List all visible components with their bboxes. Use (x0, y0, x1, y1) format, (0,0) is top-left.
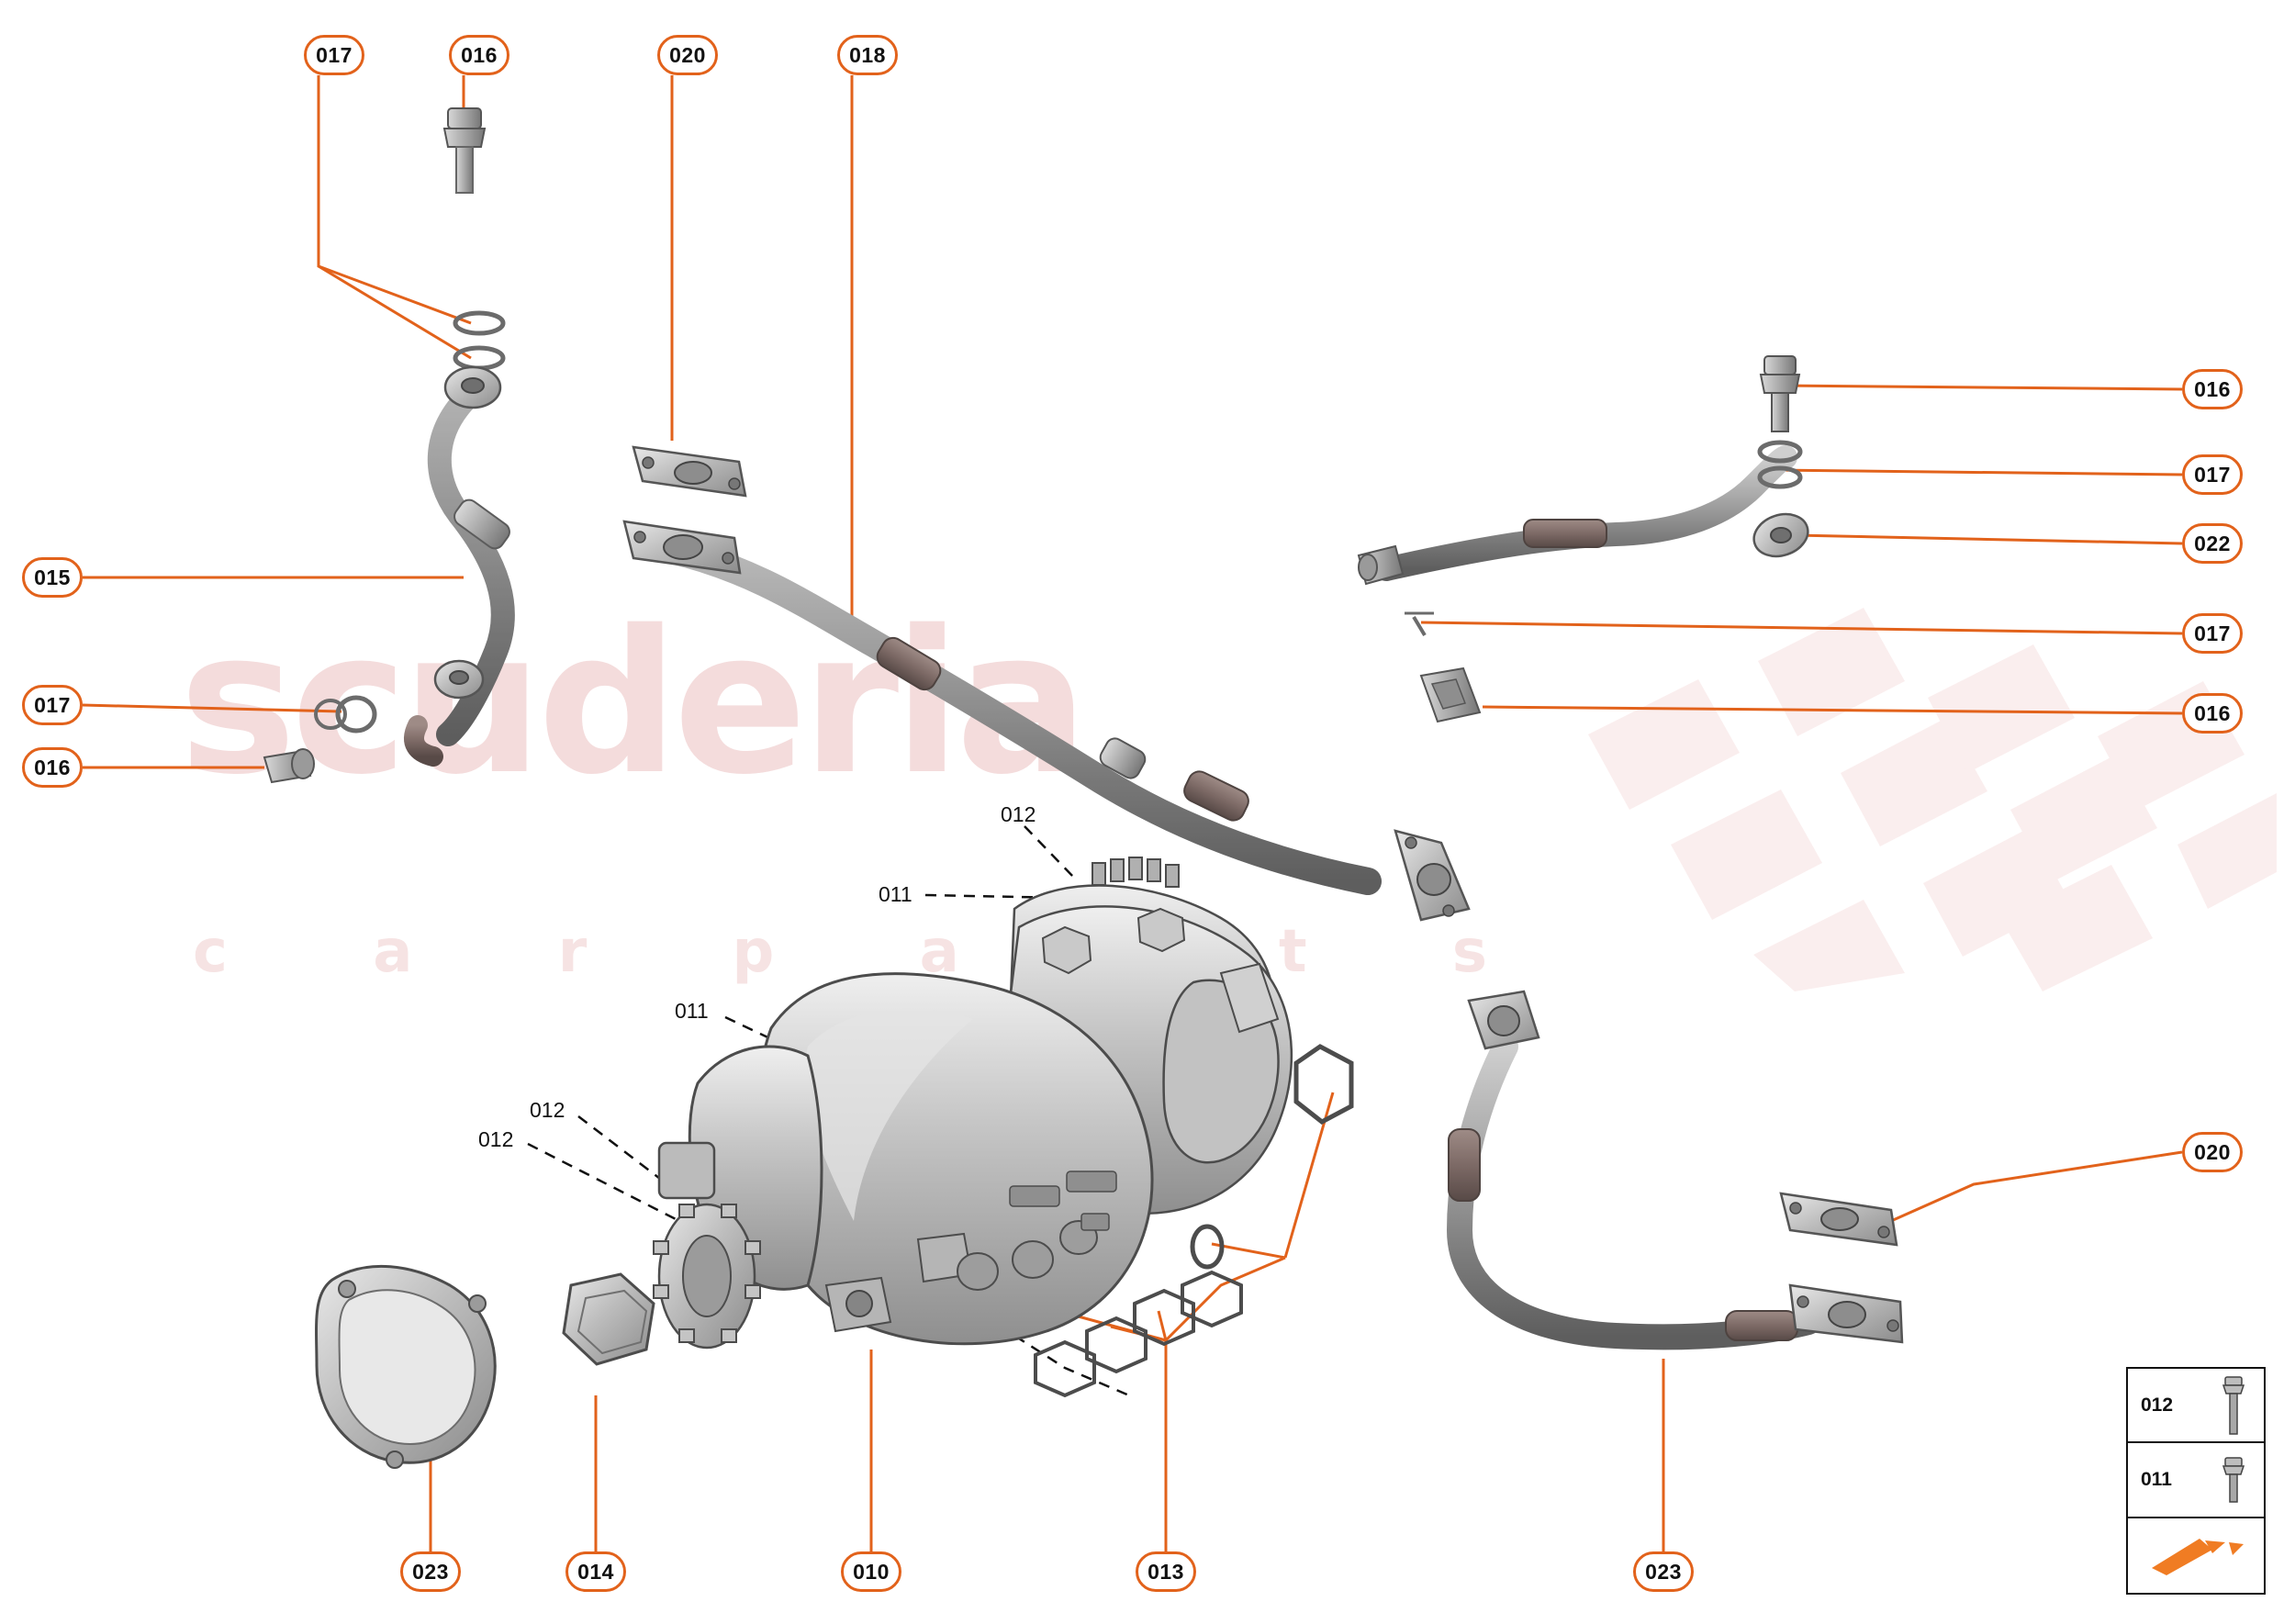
callout-020-bottom-right[interactable]: 020 (2182, 1132, 2243, 1172)
watermark-text: scuderia (179, 588, 1089, 818)
watermark-checkered-flag-icon (1588, 608, 2277, 991)
part-017-washer-thin (1412, 615, 1427, 637)
label-012-lower: 012 (478, 1127, 514, 1151)
part-017-washer-d (314, 699, 347, 730)
watermark-subtext: c a r p a r t s (193, 918, 1550, 986)
part-016-fitting-left (263, 748, 315, 784)
callout-016-left[interactable]: 016 (22, 747, 83, 788)
legend-row-012: 012 (2128, 1369, 2264, 1444)
hex-bolt-short-icon (2222, 1457, 2245, 1503)
label-012-mid: 012 (530, 1098, 565, 1122)
callout-022-right[interactable]: 022 (2182, 523, 2243, 564)
part-010-pump-body (653, 857, 1293, 1350)
part-016-bolt-topleft (442, 107, 487, 194)
callout-013-bottom[interactable]: 013 (1136, 1551, 1196, 1592)
label-012-upper: 012 (1001, 802, 1036, 826)
part-022-pipe-right (1357, 445, 1809, 586)
callout-016-right-top[interactable]: 016 (2182, 369, 2243, 409)
legend-label-012: 012 (2141, 1394, 2174, 1416)
callout-010-bottom[interactable]: 010 (841, 1551, 901, 1592)
callout-016-top-left[interactable]: 016 (449, 35, 509, 75)
part-017-washer-a (453, 310, 506, 336)
callout-015-left[interactable]: 015 (22, 557, 83, 598)
part-017-washer-c (335, 695, 377, 734)
orange-arrow-icon (2152, 1539, 2244, 1576)
part-023-pipe-right (1446, 990, 1904, 1350)
part-020-gasket-bottom (1779, 1192, 1898, 1247)
hex-bolt-long-icon (2222, 1375, 2245, 1435)
label-011-mid: 011 (675, 999, 709, 1023)
callout-017-right-top[interactable]: 017 (2182, 454, 2243, 495)
label-011-upper: 011 (879, 882, 912, 906)
part-016-bolt-right (1759, 355, 1801, 432)
callout-017-top-left[interactable]: 017 (304, 35, 364, 75)
part-017-washer-e (1757, 440, 1803, 464)
legend-row-011: 011 (2128, 1443, 2264, 1518)
legend-label-011: 011 (2141, 1468, 2172, 1490)
part-016-fitting-right (1419, 666, 1482, 723)
part-sprocket (653, 1203, 761, 1350)
part-017-washer-b (453, 345, 506, 371)
part-013-small-ring (1190, 1224, 1225, 1270)
part-017-washer-f (1757, 465, 1803, 489)
part-014-nut (562, 1272, 655, 1366)
part-018-long-pipe (622, 520, 1471, 922)
callout-020-top[interactable]: 020 (657, 35, 718, 75)
part-020-gasket-top (632, 445, 747, 498)
part-015-oil-pipe (404, 365, 515, 767)
legend-row-arrow (2128, 1518, 2264, 1593)
part-023-gasket-left (315, 1264, 497, 1469)
part-013-ring-upper (1293, 1044, 1354, 1125)
callout-018-top[interactable]: 018 (837, 35, 898, 75)
part-013-seals (1034, 1270, 1243, 1398)
callout-017-left[interactable]: 017 (22, 685, 83, 725)
callout-014-bottom[interactable]: 014 (565, 1551, 626, 1592)
callout-016-right-mid[interactable]: 016 (2182, 693, 2243, 734)
callout-023-left[interactable]: 023 (400, 1551, 461, 1592)
callout-023-right[interactable]: 023 (1633, 1551, 1694, 1592)
legend-box: 012 011 (2126, 1367, 2266, 1595)
callout-017-right-mid[interactable]: 017 (2182, 613, 2243, 654)
